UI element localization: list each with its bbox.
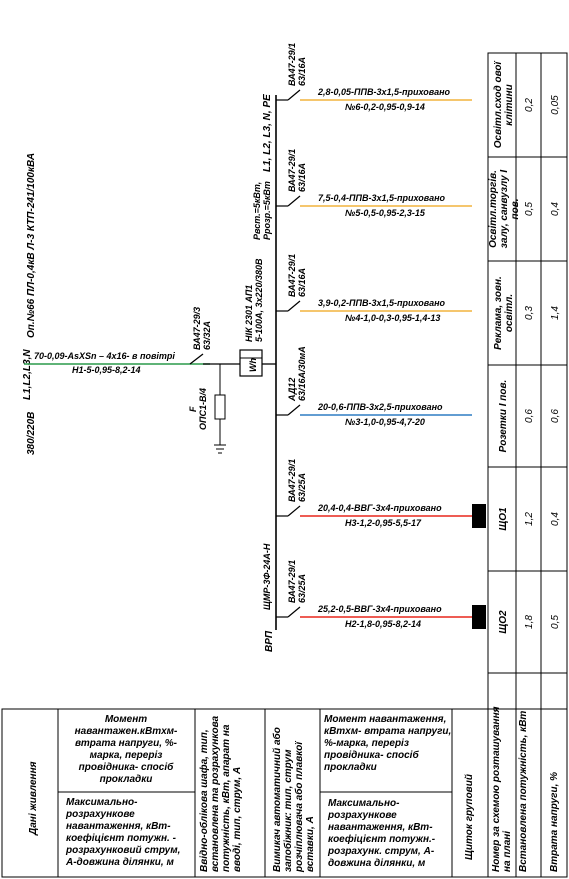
input-breaker-rating: 63/32А: [202, 321, 212, 350]
service-cable-label: 70-0,09-AsXSn – 4х16- в повітрі: [34, 351, 175, 361]
row-loss-header: Втрата напруги, %: [549, 772, 560, 872]
group-board-icon: [472, 605, 486, 629]
left-header: Дані живлення: [28, 761, 39, 836]
power-cell: 0,2: [524, 98, 535, 112]
board-cell: ЩО1: [498, 507, 509, 531]
group-breaker-type: ВА47-29/1: [287, 560, 297, 603]
group-board-icon: [472, 504, 486, 528]
board-cell: Освітл.сход овоїклітини: [493, 61, 515, 149]
panel-p-calc: Ррозр.=5кВт: [262, 181, 272, 240]
group-breaker-icon: [287, 505, 301, 517]
group-calc-label: №4-1,0-0,3-0,95-1,4-13: [345, 313, 440, 323]
loss-cell: 1,4: [550, 306, 561, 320]
group-calc-label: №3-1,0-0,95-4,7-20: [345, 417, 425, 427]
group-cable-label: 25,2-0,5-ВВГ-3х4-приховано: [317, 604, 442, 614]
breaker-col-cell: Вимикач автоматичний абозапобіжник: тип,…: [271, 727, 316, 873]
group-cable-label: 20-0,6-ППВ-3х2,5-приховано: [317, 402, 443, 412]
meter-type: НІК 2301 АП1: [244, 285, 254, 342]
meter-symbol: Wh: [248, 358, 258, 372]
group-breaker-rating: 63/16А: [297, 268, 307, 297]
board-cell: Освітл.торгів.залу, санвузлу Іпов.: [488, 170, 521, 249]
group-breaker-rating: 63/16А/30мА: [297, 346, 307, 401]
loss-cell: 0,4: [550, 202, 561, 216]
group-breaker-icon: [287, 606, 301, 618]
group-breaker-type: ВА47-29/1: [287, 43, 297, 86]
input-cabinet-cell: Ввідно-облікова шафа, тип,встановлена та…: [198, 716, 243, 872]
group-calc-label: №6-0,2-0,95-0,9-14: [345, 102, 425, 112]
bus-label: L1, L2, L3, N, PE: [262, 94, 273, 172]
loss-cell: 0,4: [550, 512, 561, 526]
group-breaker-rating: 63/16А: [297, 57, 307, 86]
group-breaker-rating: 63/25А: [297, 574, 307, 603]
group-breaker-icon: [287, 300, 301, 312]
group-breaker-rating: 63/16А: [297, 163, 307, 192]
loss-cell: 0,6: [550, 409, 561, 423]
input-breaker-type: ВА47-29/3: [192, 307, 202, 350]
power-cell: 1,8: [524, 615, 535, 629]
row-number-header: Номер за схемою розташуванняна плані: [491, 706, 513, 872]
power-cell: 0,3: [524, 306, 535, 320]
group-breaker-icon: [287, 89, 301, 101]
vrp-label: ВРП: [264, 630, 275, 652]
loss-cell: 0,5: [550, 615, 561, 629]
arrester-code: F: [188, 406, 198, 412]
group-calc-label: Н2-1,8-0,95-8,2-14: [345, 619, 421, 629]
group-breaker-type: ВА47-29/1: [287, 254, 297, 297]
supply-phases: L1,L2,L3,N: [22, 349, 33, 400]
group-breaker-type: ВА47-29/1: [287, 459, 297, 502]
service-calc-label: Н1-5-0,95-8,2-14: [72, 365, 141, 375]
group-cable-label: 2,8-0,05-ППВ-3х1,5-приховано: [317, 87, 451, 97]
board-cell: ЩО2: [498, 610, 509, 634]
data-table: [1, 52, 568, 878]
surge-arrester-icon: [214, 394, 226, 420]
group-cable-label: 3,9-0,2-ППВ-3х1,5-приховано: [318, 298, 446, 308]
group-breaker-type: ВА47-29/1: [287, 149, 297, 192]
moment-bottom-cell: Момент навантаження,кВтхм- втрата напруг…: [324, 714, 451, 773]
loss-cell: 0,05: [550, 95, 561, 115]
group-breaker-rating: 63/25А: [297, 473, 307, 502]
power-cell: 0,6: [524, 409, 535, 423]
group-calc-label: Н3-1,2-0,95-5,5-17: [345, 518, 422, 528]
group-board-header: Щиток груповий: [464, 774, 475, 860]
supply-voltage: 380/220В: [26, 412, 37, 455]
meter-spec: 5-100А, 3х220/380В: [254, 258, 264, 342]
group-calc-label: №5-0,5-0,95-2,3-15: [345, 208, 426, 218]
supply-source: Оп.№66 ПЛ-0,4кВ Л-3 КТП-241/100кВА: [26, 153, 37, 338]
meter-icon: [239, 349, 263, 377]
power-cell: 0,5: [524, 202, 535, 216]
board-cell: Розетки І пов.: [498, 380, 509, 453]
board-cell: Реклама, зовн.освітл.: [493, 276, 515, 350]
row-power-header: Встановлена потужність, кВт: [518, 711, 529, 872]
panel-p-inst: Рвст.=5кВт,: [252, 182, 262, 240]
group-cable-label: 20,4-0,4-ВВГ-3х4-приховано: [317, 503, 442, 513]
power-cell: 1,2: [524, 512, 535, 526]
panel-name: ЩМР-3Ф-24А-Н: [262, 543, 272, 610]
group-breaker-type: АД12: [287, 378, 297, 402]
input-breaker-icon: [189, 353, 204, 365]
group-breaker-icon: [287, 195, 301, 207]
arrester-type: ОПС1-В/4: [198, 388, 208, 430]
group-breaker-icon: [287, 404, 301, 416]
group-cable-label: 7,5-0,4-ППВ-3х1,5-приховано: [318, 193, 446, 203]
